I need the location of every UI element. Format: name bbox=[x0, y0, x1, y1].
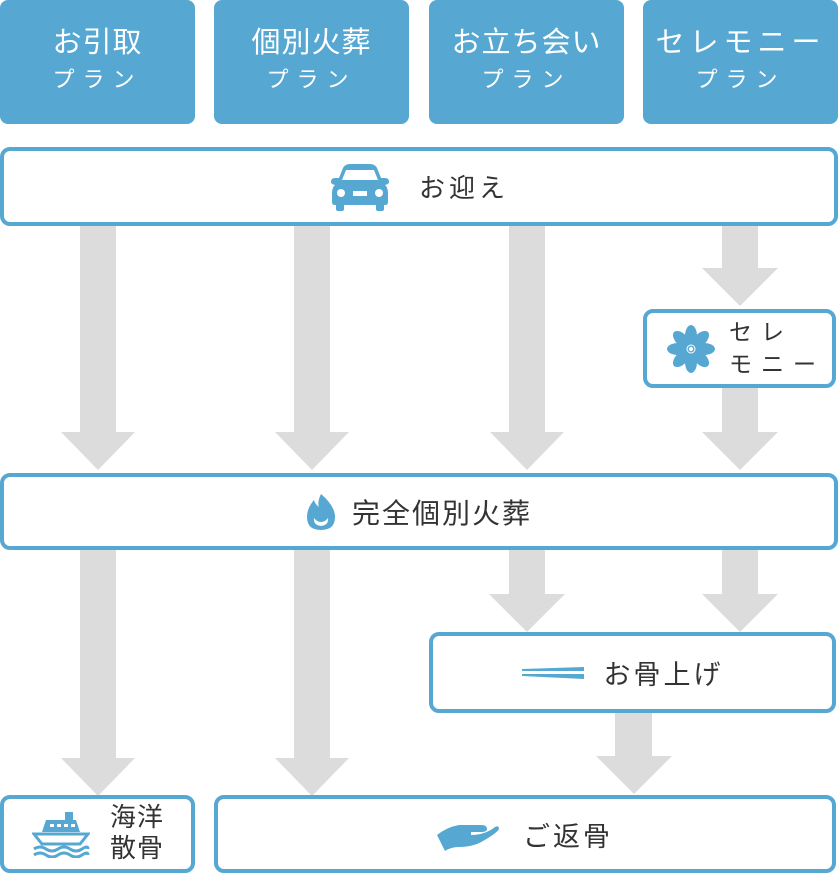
arrow-down bbox=[702, 550, 778, 632]
step-sea-scattering: 海洋 散骨 bbox=[0, 795, 195, 873]
step-ceremony: セレ モニー bbox=[643, 309, 836, 388]
arrow-down bbox=[61, 550, 135, 796]
plan-sub: プラン bbox=[481, 68, 572, 93]
step-label-line2: モニー bbox=[729, 351, 825, 378]
plan-ceremony: セレモニー プラン bbox=[643, 0, 838, 124]
arrow-down bbox=[596, 713, 672, 794]
chopsticks-icon bbox=[521, 666, 584, 680]
plan-sub: プラン bbox=[52, 68, 143, 93]
arrow-down bbox=[702, 226, 778, 306]
plan-individual-cremation: 個別火葬 プラン bbox=[214, 0, 409, 124]
step-label: お骨上げ bbox=[603, 660, 724, 691]
step-label: 完全個別火葬 bbox=[351, 496, 532, 530]
arrow-down bbox=[702, 388, 778, 470]
arrow-down bbox=[490, 226, 564, 470]
arrow-down bbox=[275, 550, 349, 796]
flame-icon bbox=[306, 492, 336, 532]
plan-name: お立ち会い bbox=[451, 25, 602, 59]
plan-pickup: お引取 プラン bbox=[0, 0, 195, 124]
plan-name: セレモニー bbox=[655, 25, 826, 59]
plan-attendance: お立ち会い プラン bbox=[429, 0, 624, 124]
hand-icon bbox=[437, 817, 499, 851]
step-label-line1: 海洋 bbox=[110, 803, 165, 833]
plan-name: 個別火葬 bbox=[251, 25, 372, 59]
step-label: お迎え bbox=[418, 174, 509, 204]
step-pickup: お迎え bbox=[0, 147, 838, 226]
arrow-down bbox=[275, 226, 349, 470]
arrow-down bbox=[489, 550, 565, 632]
car-icon bbox=[329, 162, 391, 212]
step-return-ashes: ご返骨 bbox=[214, 795, 836, 873]
step-label: ご返骨 bbox=[523, 821, 613, 853]
step-bone-collection: お骨上げ bbox=[429, 632, 836, 713]
plan-name: お引取 bbox=[52, 25, 143, 59]
ship-icon bbox=[32, 810, 90, 858]
step-cremation: 完全個別火葬 bbox=[0, 473, 838, 550]
plan-sub: プラン bbox=[266, 68, 357, 93]
step-label-line2: 散骨 bbox=[110, 834, 165, 864]
step-label-line1: セレ bbox=[729, 319, 793, 346]
plan-sub: プラン bbox=[695, 68, 786, 93]
flower-icon bbox=[665, 323, 717, 375]
arrow-down bbox=[61, 226, 135, 470]
